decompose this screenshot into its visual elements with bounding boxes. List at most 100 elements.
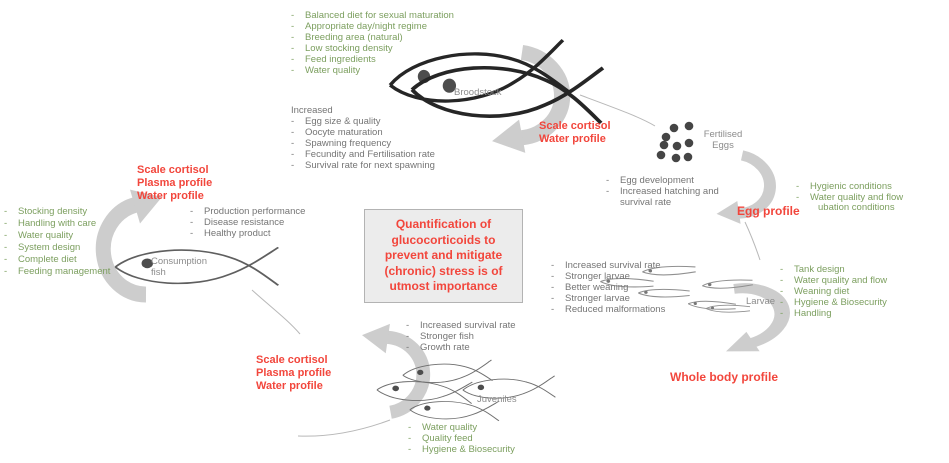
list-item: -Hygiene & Biosecurity [780, 297, 935, 308]
list-item: -Handling with care [4, 218, 149, 230]
list-item: -Weaning diet [780, 286, 935, 297]
list-item-text: Stronger fish [420, 331, 474, 342]
list-item-text: Appropriate day/night regime [305, 21, 427, 32]
list-item-dash: - [780, 264, 784, 275]
list-item-dash: - [780, 308, 784, 319]
larvae-label: Larvae [746, 296, 776, 307]
list-item-text: Egg size & quality [305, 116, 381, 127]
list-item-text: Spawning frequency [305, 138, 392, 149]
list-item: -Breeding area (natural) [291, 32, 501, 43]
center-message-box: Quantification of glucocorticoids to pre… [364, 209, 523, 303]
list-item-dash: - [551, 293, 555, 304]
list-item-dash: - [291, 138, 295, 149]
list-item-dash: - [406, 320, 410, 331]
list-item: -Water quality and flow [780, 275, 935, 286]
list-item-dash: - [291, 32, 295, 43]
list-item: -Increased hatching and survival rate [606, 186, 726, 208]
list-item-text: Quality feed [422, 433, 473, 444]
list-item-text: Breeding area (natural) [305, 32, 403, 43]
label-line: Scale cortisol [137, 164, 209, 176]
list-item: -Better weaning [551, 282, 701, 293]
label-line: fish [151, 267, 166, 278]
list-item: -Hygienic conditions [796, 181, 936, 192]
list-item: -Stronger larvae [551, 271, 701, 282]
label-line: Consumption [151, 256, 207, 267]
list-item-text: Fecundity and Fertilisation rate [305, 149, 435, 160]
list-item-dash: - [796, 192, 800, 203]
list-item-dash: - [551, 271, 555, 282]
list-item: -System design [4, 242, 149, 254]
list-item: -Increased survival rate [406, 320, 546, 331]
list-item: -Production performance [190, 206, 330, 217]
list-item-dash: - [4, 218, 8, 229]
list-item-text: Egg development [620, 175, 694, 186]
list-item-text: Handling with care [18, 218, 97, 229]
list-item-dash: - [291, 127, 295, 138]
list-item-dash: - [291, 116, 295, 127]
list-item-dash: - [291, 10, 295, 21]
list-item-text: Hygiene & Biosecurity [794, 297, 887, 308]
broodstock-outcomes-header: Increased [291, 105, 333, 116]
label-line: Scale cortisol [539, 120, 611, 132]
list-item-dash: - [291, 54, 295, 65]
list-item: -Balanced diet for sexual maturation [291, 10, 501, 21]
list-item: -Healthy product [190, 228, 330, 239]
juveniles-outcomes-list: -Increased survival rate-Stronger fish-G… [406, 320, 546, 353]
list-item-dash: - [408, 422, 412, 433]
label-line: Fertilised [703, 129, 743, 140]
list-item-text: Growth rate [420, 342, 470, 353]
list-item-text: Water quality and flow [794, 275, 888, 286]
broodstock-conditions-list: -Balanced diet for sexual maturation-App… [291, 10, 501, 76]
list-item-dash: - [190, 228, 194, 239]
list-item-dash: - [780, 297, 784, 308]
list-item: -Survival rate for next spawning [291, 160, 506, 171]
list-item: -Stocking density [4, 206, 149, 218]
list-item: -Fecundity and Fertilisation rate [291, 149, 506, 160]
broodstock-label: Broodstock [454, 87, 502, 98]
consumption-conditions-list: -Stocking density-Handling with care-Wat… [4, 206, 149, 278]
list-item-text: Hygiene & Biosecurity [422, 444, 515, 455]
list-item-text: Stronger larvae [565, 271, 630, 282]
eggs-conditions-continuation: ubation conditions [818, 202, 895, 213]
list-item-text: Disease resistance [204, 217, 285, 228]
list-item-dash: - [291, 149, 295, 160]
list-item-dash: - [406, 342, 410, 353]
list-item-dash: - [4, 230, 8, 241]
list-item-text: System design [18, 242, 81, 253]
list-item-dash: - [551, 260, 555, 271]
list-item-text: Increased survival rate [565, 260, 661, 271]
list-item: -Egg size & quality [291, 116, 506, 127]
list-item: -Stronger larvae [551, 293, 701, 304]
juveniles-conditions-list: -Water quality-Quality feed-Hygiene & Bi… [408, 422, 548, 455]
list-item: -Low stocking density [291, 43, 501, 54]
list-item-text: Hygienic conditions [810, 181, 892, 192]
list-item-text: Increased survival rate [420, 320, 516, 331]
eggs-outcomes-list: -Egg development-Increased hatching and … [606, 175, 726, 208]
list-item: -Complete diet [4, 254, 149, 266]
center-message-text: Quantification of glucocorticoids to pre… [384, 217, 503, 294]
consumption-outcomes-list: -Production performance-Disease resistan… [190, 206, 330, 239]
list-item-text: Water quality [18, 230, 74, 241]
list-item-text: Oocyte maturation [305, 127, 383, 138]
eggs-conditions-list: -Hygienic conditions-Water quality and f… [796, 181, 936, 203]
list-item-dash: - [291, 160, 295, 171]
list-item: -Hygiene & Biosecurity [408, 444, 548, 455]
list-item-text: Stocking density [18, 206, 88, 217]
list-item: -Feed ingredients [291, 54, 501, 65]
list-item-text: Low stocking density [305, 43, 393, 54]
label-line: Scale cortisol [256, 354, 328, 366]
list-item-text: Survival rate for next spawning [305, 160, 435, 171]
list-item-dash: - [551, 304, 555, 315]
list-item-text: Feed ingredients [305, 54, 376, 65]
list-item-dash: - [406, 331, 410, 342]
list-item-text: Healthy product [204, 228, 271, 239]
list-item-dash: - [190, 206, 194, 217]
list-item-dash: - [408, 433, 412, 444]
larvae-outcomes-list: -Increased survival rate-Stronger larvae… [551, 260, 701, 315]
